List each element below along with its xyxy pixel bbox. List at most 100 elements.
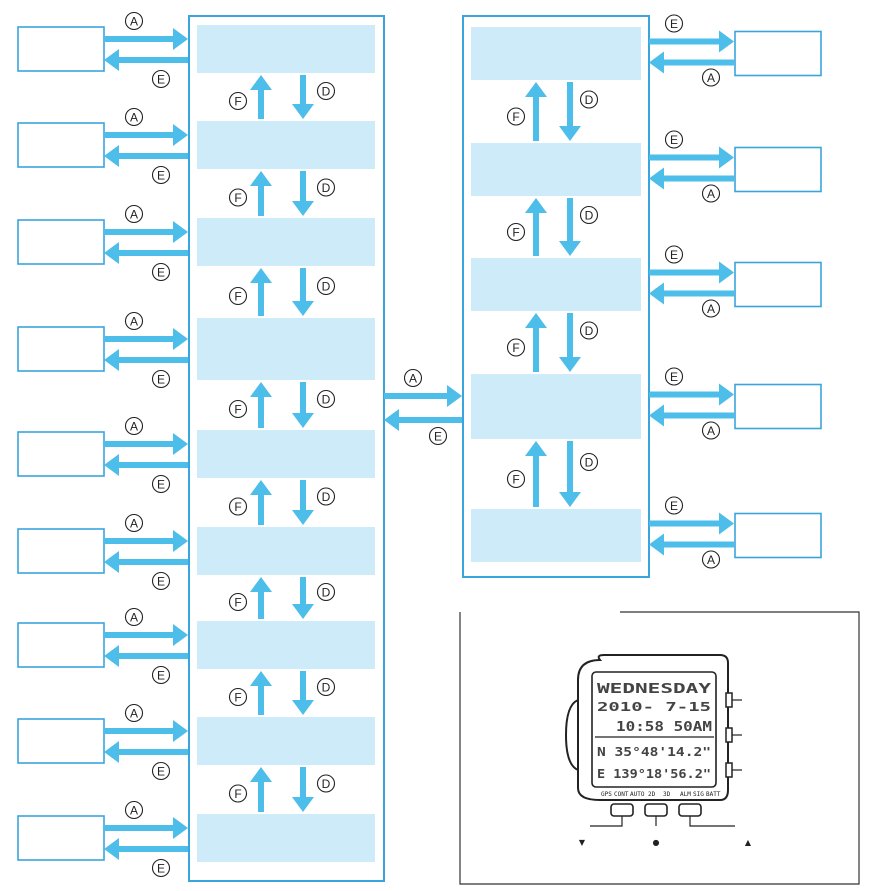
link-arrow-e xyxy=(384,409,462,431)
right-label-e-4-text: E xyxy=(670,370,678,384)
watch-side-button-1 xyxy=(726,693,732,707)
left-label-d-6: D xyxy=(318,584,335,601)
right-label-e-1-text: E xyxy=(670,17,678,31)
lead-right xyxy=(690,816,735,826)
left-arrow-e-6 xyxy=(104,551,188,573)
link-arrow-a-head xyxy=(447,385,462,407)
pointer-mark-1: ▼ xyxy=(579,838,586,847)
left-label-a-7-text: A xyxy=(130,611,138,625)
left-label-f-7-text: F xyxy=(234,691,241,705)
left-mode-box-9 xyxy=(18,816,104,860)
right-label-a-3-text: A xyxy=(707,302,715,316)
left-label-a-8-text: A xyxy=(130,707,138,721)
right-arrow-a-1-head xyxy=(649,52,664,74)
right-arrow-e-2 xyxy=(649,147,734,169)
right-label-e-3-text: E xyxy=(670,248,678,262)
left-label-a-2-text: A xyxy=(130,111,138,125)
left-label-f-6: F xyxy=(230,594,247,611)
left-label-e-2: E xyxy=(153,167,170,184)
left-arrow-a-8 xyxy=(104,720,188,742)
left-label-f-7: F xyxy=(230,689,247,706)
left-arrow-e-4 xyxy=(104,349,188,371)
left-label-f-8: F xyxy=(230,785,247,802)
left-label-a-3-text: A xyxy=(130,208,138,222)
left-label-a-1-text: A xyxy=(130,15,138,29)
left-label-a-8: A xyxy=(126,705,143,722)
right-screen-1 xyxy=(471,27,641,80)
left-label-f-1-text: F xyxy=(234,95,241,109)
left-label-f-3: F xyxy=(230,288,247,305)
watch-status-label-3: AUTO xyxy=(630,791,645,798)
right-arrow-e-5 xyxy=(649,513,734,535)
right-arrow-a-5-head xyxy=(649,534,664,556)
lead-left xyxy=(590,816,622,826)
link-label-a-text: A xyxy=(409,372,417,386)
left-arrow-a-2 xyxy=(104,124,188,146)
left-mode-box-1 xyxy=(18,27,104,71)
left-label-a-5: A xyxy=(126,418,143,435)
left-arrow-a-1-head xyxy=(173,28,188,50)
link-arrow-a xyxy=(384,385,462,407)
left-label-d-1-text: D xyxy=(322,85,331,99)
left-arrow-a-5-head xyxy=(173,433,188,455)
left-label-e-5-text: E xyxy=(157,478,165,492)
left-label-e-7: E xyxy=(153,667,170,684)
left-label-a-6: A xyxy=(126,515,143,532)
left-label-f-8-text: F xyxy=(234,787,241,801)
right-arrow-e-2-head xyxy=(719,147,734,169)
left-screen-6 xyxy=(197,527,375,575)
right-label-f-1-text: F xyxy=(512,110,519,124)
left-label-d-3: D xyxy=(318,278,335,295)
right-arrow-e-1-head xyxy=(719,31,734,53)
left-label-e-6: E xyxy=(153,573,170,590)
left-label-a-4-text: A xyxy=(130,315,138,329)
left-arrow-e-5 xyxy=(104,454,188,476)
right-label-a-5: A xyxy=(703,551,720,568)
left-label-f-1: F xyxy=(230,93,247,110)
lcd-lcd_line1: WEDNESDAY xyxy=(597,682,711,697)
left-arrow-a-8-head xyxy=(173,720,188,742)
watch-bottom-button-left xyxy=(611,804,633,816)
right-screen-3 xyxy=(471,258,641,311)
left-label-d-5-text: D xyxy=(322,490,331,504)
left-arrow-a-4-head xyxy=(173,328,188,350)
left-mode-box-4 xyxy=(18,327,104,371)
left-label-e-4: E xyxy=(153,371,170,388)
watch-bottom-button-right xyxy=(679,804,701,816)
right-label-a-5-text: A xyxy=(707,553,715,567)
right-mode-box-2 xyxy=(735,148,821,192)
watch-panel: WEDNESDAY2010- 7-1510:58 50AMN 35°48'14.… xyxy=(460,612,859,884)
left-label-d-5: D xyxy=(318,488,335,505)
left-label-e-1-text: E xyxy=(157,73,165,87)
link-arrow-e-head xyxy=(384,409,399,431)
right-label-d-3: D xyxy=(581,322,598,339)
right-mode-box-5 xyxy=(735,514,821,558)
watch-status-label-5: 3D xyxy=(663,791,671,798)
right-label-a-3: A xyxy=(703,300,720,317)
watch-bottom-button-center xyxy=(645,804,667,816)
right-label-e-1: E xyxy=(666,15,683,32)
right-arrow-e-3 xyxy=(649,262,734,284)
right-label-a-4-text: A xyxy=(707,424,715,438)
left-label-e-6-text: E xyxy=(157,575,165,589)
left-arrow-e-2 xyxy=(104,145,188,167)
left-arrow-a-3 xyxy=(104,221,188,243)
left-arrow-a-5 xyxy=(104,433,188,455)
watch-side-button-2 xyxy=(726,728,732,742)
left-label-a-4: A xyxy=(126,313,143,330)
right-label-e-2: E xyxy=(666,131,683,148)
right-arrow-e-1 xyxy=(649,31,734,53)
right-mode-box-1 xyxy=(735,32,821,76)
left-label-d-2: D xyxy=(318,179,335,196)
right-arrow-e-5-head xyxy=(719,513,734,535)
left-arrow-e-9-head xyxy=(104,838,119,860)
right-arrow-a-4-head xyxy=(649,405,664,427)
right-mode-box-3 xyxy=(735,263,821,307)
left-label-f-5: F xyxy=(230,498,247,515)
left-mode-box-3 xyxy=(18,220,104,264)
left-label-e-8: E xyxy=(153,763,170,780)
right-label-d-4-text: D xyxy=(585,456,594,470)
right-label-a-2-text: A xyxy=(707,187,715,201)
right-arrow-e-4 xyxy=(649,384,734,406)
pointer-mark-2: ● xyxy=(653,838,660,847)
